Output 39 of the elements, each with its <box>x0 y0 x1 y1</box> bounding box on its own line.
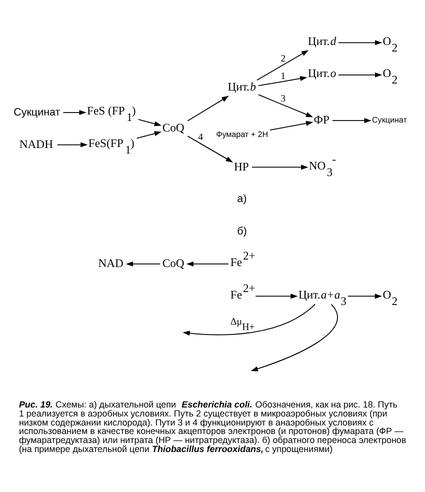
edge-label: 1 <box>280 70 286 82</box>
node-text: Сукцинат <box>372 115 407 124</box>
arrow <box>56 142 88 147</box>
arrow <box>136 130 162 138</box>
arrow <box>186 260 229 266</box>
node-text: Цит.o <box>308 66 336 80</box>
arrow <box>250 303 338 371</box>
arrow <box>138 118 162 126</box>
label: а) <box>237 192 247 205</box>
node-text: Фумарат + 2H <box>216 129 268 138</box>
edge-label: 3 <box>280 93 286 104</box>
arrow <box>182 303 316 336</box>
arrow <box>258 76 308 86</box>
arrow <box>332 118 372 123</box>
arrow <box>187 95 229 121</box>
node-text: Цит.b <box>228 80 256 93</box>
node-text: NAD <box>98 256 124 270</box>
edge-label: 4 <box>198 132 204 143</box>
caption: Рис. 19. Схемы: а) дыхательной цепи Escherichia coli. Обозначения, как на рис. 18. Путь 1 реализуется в аэробных условиях. Путь 2 существует в микроаэробных условиях (при низком содержании кислорода). Пути 3 и 4 функционируют в анаэробных условиях с использованием в качестве конечных акцепторов электронов (и протонов) фумарата (ФР — фумаратредуктаза) или нитрата (НР — нитратредуктаза). б) обратного переноса электронов (на примере дыхательной цепи Thiobacillus ferrooxidans, с упрощениями) <box>18 398 406 454</box>
arrow <box>348 293 382 298</box>
node-text: Сукцинат <box>14 106 60 118</box>
node-text: НР <box>234 160 249 173</box>
node-text: ФР <box>314 113 330 126</box>
arrow <box>126 260 161 266</box>
edge-label: 2 <box>280 52 286 64</box>
arrow <box>270 120 314 130</box>
arrow <box>62 110 86 115</box>
arrow <box>338 72 382 77</box>
label: б) <box>237 224 247 237</box>
arrow <box>256 50 309 80</box>
node-text: CoQ <box>162 121 184 134</box>
arrow <box>187 135 234 162</box>
arrow <box>258 94 314 117</box>
node-text: CoQ <box>162 256 184 270</box>
arrow <box>252 164 308 170</box>
arrow <box>255 293 298 298</box>
node-text: Цит.d <box>308 34 336 48</box>
node-text: NADH <box>19 137 53 150</box>
arrow <box>338 40 382 45</box>
